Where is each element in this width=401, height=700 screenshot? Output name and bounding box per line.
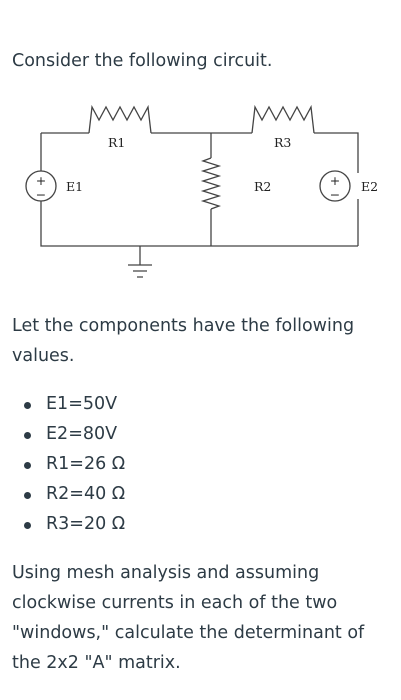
- list-item-e2: E2=80V: [0, 419, 125, 449]
- resistor-r2: [200, 157, 222, 210]
- list-item-e1: E1=50V: [0, 389, 125, 419]
- ground-icon: [128, 264, 152, 278]
- list-item-r1: R1=26 Ω: [0, 449, 125, 479]
- label-e1: E1: [66, 179, 83, 194]
- resistor-r3: [251, 104, 315, 134]
- wire-top-right: [314, 132, 359, 173]
- list-item-r2: R2=40 Ω: [0, 479, 125, 509]
- values-intro-text: Let the components have the following va…: [12, 316, 355, 366]
- resistor-r1: [88, 104, 152, 134]
- circuit-diagram: + − + − R1 R3 R2 E1 E2: [25, 104, 378, 278]
- question-text: Using mesh analysis and assuming clockwi…: [12, 563, 365, 673]
- e1-plus-sign: +: [36, 173, 46, 188]
- label-r2: R2: [254, 179, 271, 194]
- label-r1: R1: [108, 135, 125, 150]
- e1-minus-sign: −: [36, 187, 46, 202]
- e2-minus-sign: −: [330, 187, 340, 202]
- e2-plus-sign: +: [330, 173, 340, 188]
- list-item-r3: R3=20 Ω: [0, 509, 125, 539]
- intro-text: Consider the following circuit.: [12, 51, 273, 71]
- label-e2: E2: [361, 179, 378, 194]
- wire-left-lower: [40, 201, 358, 247]
- label-r3: R3: [274, 135, 291, 150]
- e2-source-symbol: [319, 170, 351, 202]
- component-values-list: E1=50V E2=80V R1=26 Ω R2=40 Ω R3=20 Ω: [0, 389, 125, 539]
